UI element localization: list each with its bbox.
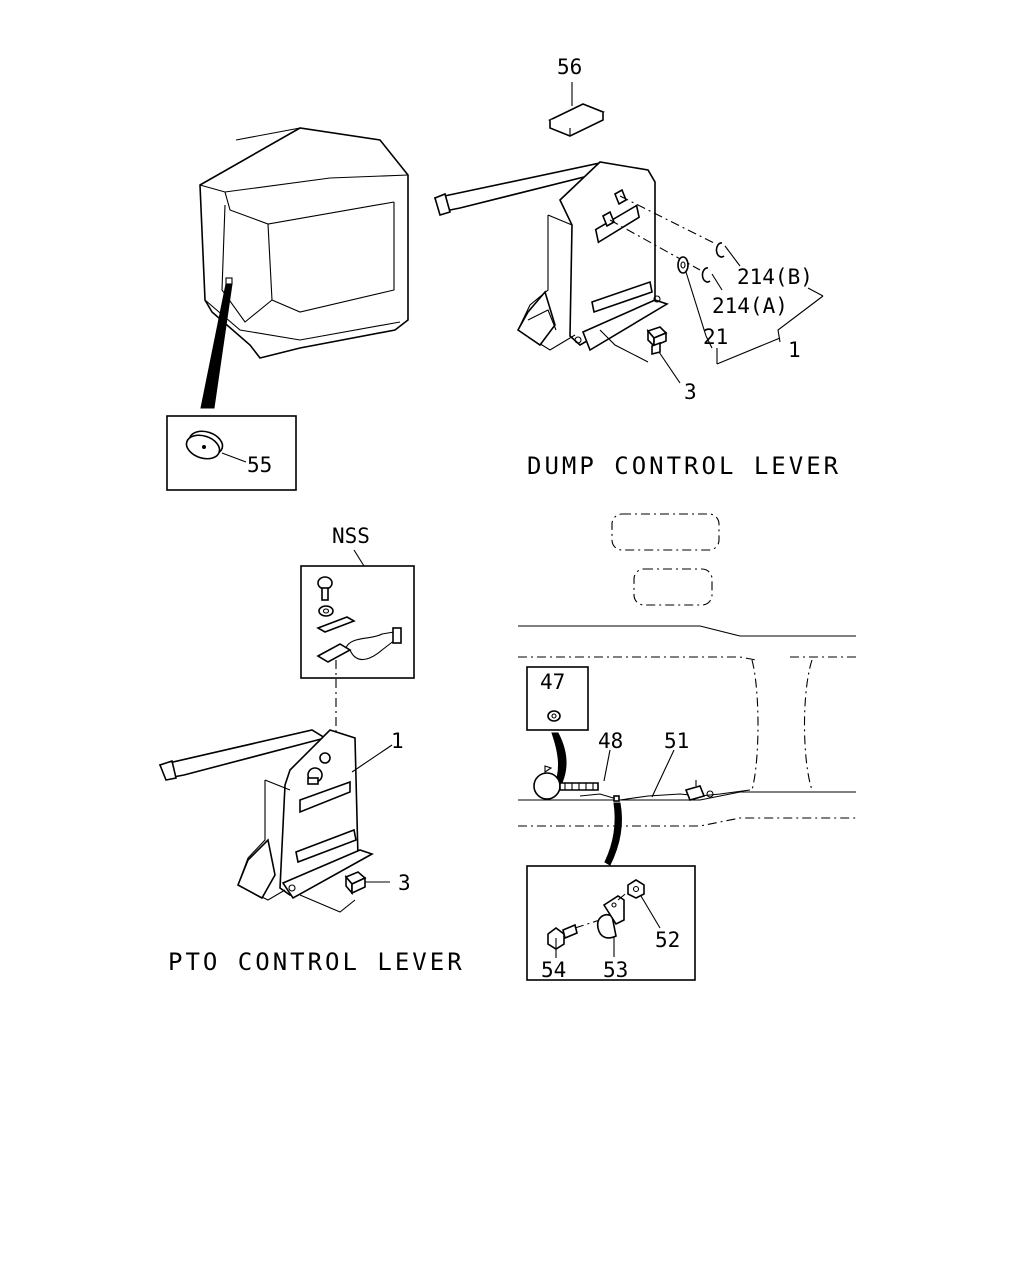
callout-21: 21 [703, 325, 728, 349]
callout-214a: 214(A) [712, 294, 788, 318]
clamp-53-icon [596, 895, 625, 939]
callout-53: 53 [603, 958, 628, 982]
plate-icon [316, 616, 356, 633]
part-47-box: 47 [526, 666, 589, 793]
callout-48: 48 [598, 729, 623, 753]
screw-icon [317, 576, 333, 601]
chassis-frame [518, 513, 856, 827]
bolt-54-icon [547, 923, 578, 950]
bolt-3-pto [344, 871, 367, 896]
callout-1-dump: 1 [788, 338, 801, 362]
wiring-harness: 48 51 [533, 729, 751, 866]
part-55-box: 55 [166, 415, 297, 491]
cab-illustration [199, 127, 409, 409]
callout-3-dump: 3 [684, 380, 697, 404]
switch-on-lever [307, 752, 331, 785]
callout-54: 54 [541, 958, 566, 982]
pto-control-lever-illustration: 1 3 [158, 729, 411, 913]
washer-icon [318, 605, 334, 617]
callout-nss: NSS [332, 524, 370, 548]
switch-harness-icon [316, 627, 402, 663]
callout-52: 52 [655, 928, 680, 952]
nut-52-icon [627, 879, 645, 899]
clip-214b [715, 242, 725, 258]
clip-214a [701, 267, 711, 283]
callout-55: 55 [247, 453, 272, 477]
callout-56: 56 [557, 55, 582, 79]
washer-21 [677, 256, 689, 274]
bolt-3-dump [646, 326, 668, 356]
callout-1-pto: 1 [391, 729, 404, 753]
callout-3-pto: 3 [398, 871, 411, 895]
clamp-parts-box: 52 53 54 [526, 865, 696, 982]
dump-control-lever-title: DUMP CONTROL LEVER [527, 452, 841, 480]
dump-control-lever-illustration: 214(B) 214(A) 21 1 3 [433, 161, 824, 404]
nss-kit: NSS [300, 524, 415, 742]
callout-214b: 214(B) [737, 265, 813, 289]
nut-icon [547, 710, 561, 722]
callout-47: 47 [540, 670, 565, 694]
part-56: 56 [548, 55, 605, 137]
callout-51: 51 [664, 729, 689, 753]
grommet-icon [185, 430, 224, 460]
pto-control-lever-title: PTO CONTROL LEVER [168, 948, 465, 976]
